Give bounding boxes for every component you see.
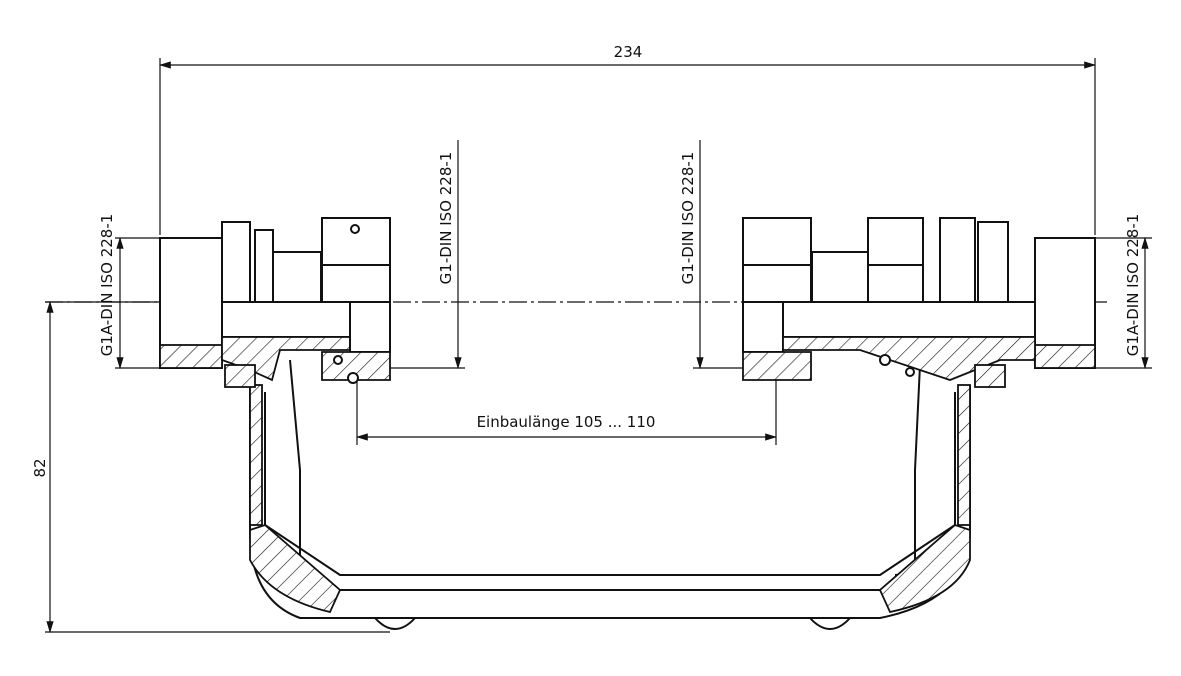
svg-text:G1-DIN ISO 228-1: G1-DIN ISO 228-1 <box>679 152 697 285</box>
overall-length-dimension: 234 <box>158 43 1097 235</box>
svg-text:G1A-DIN ISO 228-1: G1A-DIN ISO 228-1 <box>1124 214 1142 357</box>
svg-text:G1A-DIN ISO 228-1: G1A-DIN ISO 228-1 <box>98 214 116 357</box>
thread-dimension-outer-right: G1A-DIN ISO 228-1 <box>1095 214 1152 370</box>
height-label: 82 <box>31 458 49 477</box>
thread-dimension-outer-left: G1A-DIN ISO 228-1 <box>98 214 165 370</box>
thread-dimension-inner-left: G1-DIN ISO 228-1 <box>385 140 465 370</box>
thread-dimension-inner-right: G1-DIN ISO 228-1 <box>679 140 770 370</box>
meter-housing <box>249 359 971 630</box>
left-fitting <box>159 217 391 388</box>
overall-length-label: 234 <box>614 43 643 61</box>
svg-text:G1-DIN ISO 228-1: G1-DIN ISO 228-1 <box>437 152 455 285</box>
height-dimension: 82 <box>31 300 390 634</box>
svg-text:Einbaulänge 105 ... 110: Einbaulänge 105 ... 110 <box>477 413 656 431</box>
right-fitting <box>742 217 1096 388</box>
installation-length-dimension: Einbaulänge 105 ... 110 <box>355 375 778 445</box>
